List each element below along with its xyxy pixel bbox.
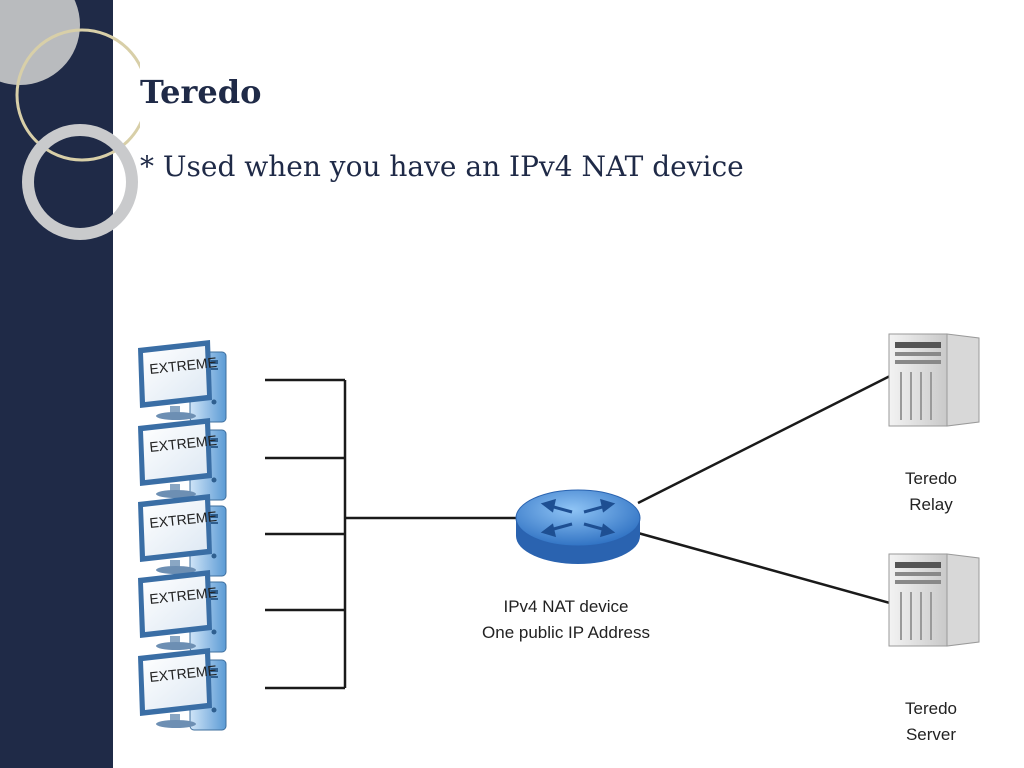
- link-router-to-relay: [637, 374, 891, 505]
- slide-title: Teredo: [140, 73, 262, 111]
- computer-icon: EXTREME: [137, 339, 227, 423]
- router-label-line2: One public IP Address: [482, 623, 650, 642]
- computer-icon: EXTREME: [137, 647, 227, 731]
- computer-screen-text: EXTREME: [149, 432, 218, 455]
- server-icon: [888, 553, 980, 647]
- server-label-line1: Teredo: [905, 699, 957, 718]
- computer-screen-text: EXTREME: [149, 584, 218, 607]
- slide-bullet: * Used when you have an IPv4 NAT device: [140, 150, 744, 183]
- computer-icon: EXTREME: [137, 493, 227, 577]
- router-icon: [515, 489, 641, 564]
- relay-label-line2: Relay: [909, 495, 953, 514]
- link-router-to-server: [637, 531, 891, 605]
- server-icon: [888, 333, 980, 427]
- teredo-network-diagram: EXTREME EXTREME EXTREME EXTREME EXTREME …: [137, 333, 980, 744]
- relay-label-line1: Teredo: [905, 469, 957, 488]
- computer-icon: EXTREME: [137, 417, 227, 501]
- connection-lines: [265, 374, 891, 690]
- computer-screen-text: EXTREME: [149, 354, 218, 377]
- computer-icon: EXTREME: [137, 569, 227, 653]
- computer-screen-text: EXTREME: [149, 662, 218, 685]
- router-arrows: [540, 498, 616, 538]
- server-label-line2: Server: [906, 725, 956, 744]
- computer-screen-text: EXTREME: [149, 508, 218, 531]
- sidebar-band: [0, 0, 113, 768]
- router-label-line1: IPv4 NAT device: [503, 597, 628, 616]
